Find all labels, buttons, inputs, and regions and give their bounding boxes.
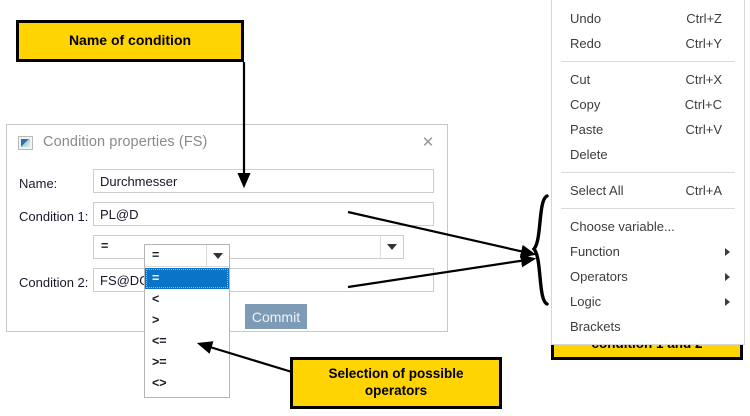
operator-dropdown[interactable]: = =<><=>=<> [144, 244, 230, 398]
context-menu-item[interactable]: Undo Ctrl+Z [552, 6, 744, 31]
chevron-right-icon [725, 248, 730, 256]
operator-option[interactable]: <> [152, 376, 167, 390]
condition1-input[interactable]: PL@D [93, 202, 434, 226]
context-menu-item[interactable]: Copy Ctrl+C [552, 92, 744, 117]
menu-separator [561, 61, 735, 62]
chevron-down-icon[interactable] [206, 245, 229, 266]
operator-option[interactable]: < [152, 292, 160, 306]
context-menu-item[interactable]: Choose variable... [552, 214, 744, 239]
chevron-right-icon [725, 273, 730, 281]
context-menu-item-label: Function [570, 244, 620, 259]
close-icon[interactable]: ✕ [421, 134, 435, 151]
operator-dropdown-list: =<><=>=<> [145, 267, 229, 397]
brace-context-menu [531, 194, 549, 306]
context-menu-item-label: Redo [570, 36, 602, 51]
context-menu-item[interactable]: Function [552, 239, 744, 264]
context-menu-item[interactable]: Delete [552, 142, 744, 167]
context-menu-item[interactable]: Brackets [552, 314, 744, 339]
context-menu-item-label: Cut [570, 72, 591, 87]
menu-separator [561, 172, 735, 173]
context-menu-item-shortcut: Ctrl+Y [685, 36, 722, 51]
operator-option[interactable]: = [145, 268, 229, 289]
condition1-label: Condition 1: [19, 209, 89, 224]
operator-combobox-value: = [101, 239, 109, 253]
context-menu-item-label: Paste [570, 122, 604, 137]
context-menu-item-shortcut: Ctrl+V [685, 122, 722, 137]
callout-name-of-condition: Name of condition [16, 20, 244, 62]
context-menu-item[interactable]: Cut Ctrl+X [552, 67, 744, 92]
commit-button[interactable]: Commit [245, 304, 307, 329]
callout-selection-of-operators: Selection of possible operators [290, 357, 502, 409]
operator-option[interactable]: >= [152, 355, 167, 369]
menu-separator [561, 208, 735, 209]
context-menu-item-label: Select All [570, 183, 624, 198]
condition2-label: Condition 2: [19, 275, 89, 290]
dialog-titlebar: Condition properties (FS) ✕ [7, 125, 447, 162]
operator-combobox[interactable]: = [93, 235, 404, 259]
name-input-value: Durchmesser [100, 173, 178, 189]
context-menu-item-shortcut: Ctrl+Z [686, 11, 722, 26]
operator-dropdown-value: = [152, 248, 160, 262]
context-menu-item-label: Choose variable... [570, 219, 675, 234]
context-menu-item-shortcut: Ctrl+A [685, 183, 722, 198]
context-menu-item-label: Brackets [570, 319, 621, 334]
context-menu: Undo Ctrl+Z Redo Ctrl+Y Cut Ctrl+X Copy Ctrl+C P… [551, 0, 745, 345]
context-menu-item-shortcut: Ctrl+X [685, 72, 722, 87]
context-menu-item-shortcut: Ctrl+C [684, 97, 722, 112]
context-menu-item-label: Undo [570, 11, 602, 26]
name-input[interactable]: Durchmesser [93, 169, 434, 193]
operator-dropdown-header[interactable]: = [145, 245, 229, 267]
context-menu-item-label: Copy [570, 97, 601, 112]
context-menu-item[interactable]: Select All Ctrl+A [552, 178, 744, 203]
context-menu-item[interactable]: Paste Ctrl+V [552, 117, 744, 142]
operator-option[interactable]: <= [152, 334, 167, 348]
chevron-down-icon[interactable] [380, 236, 403, 258]
condition2-input-value: FS@DG [100, 272, 150, 288]
context-menu-item-label: Delete [570, 147, 608, 162]
condition1-input-value: PL@D [100, 206, 139, 222]
chevron-right-icon [725, 298, 730, 306]
context-menu-item-label: Operators [570, 269, 628, 284]
dialog-title: Condition properties (FS) [43, 134, 208, 150]
application-icon [18, 136, 33, 150]
context-menu-item[interactable]: Redo Ctrl+Y [552, 31, 744, 56]
context-menu-item-label: Logic [570, 294, 602, 309]
name-label: Name: [19, 176, 58, 191]
context-menu-item[interactable]: Logic [552, 289, 744, 314]
operator-option[interactable]: > [152, 313, 160, 327]
context-menu-item[interactable]: Operators [552, 264, 744, 289]
